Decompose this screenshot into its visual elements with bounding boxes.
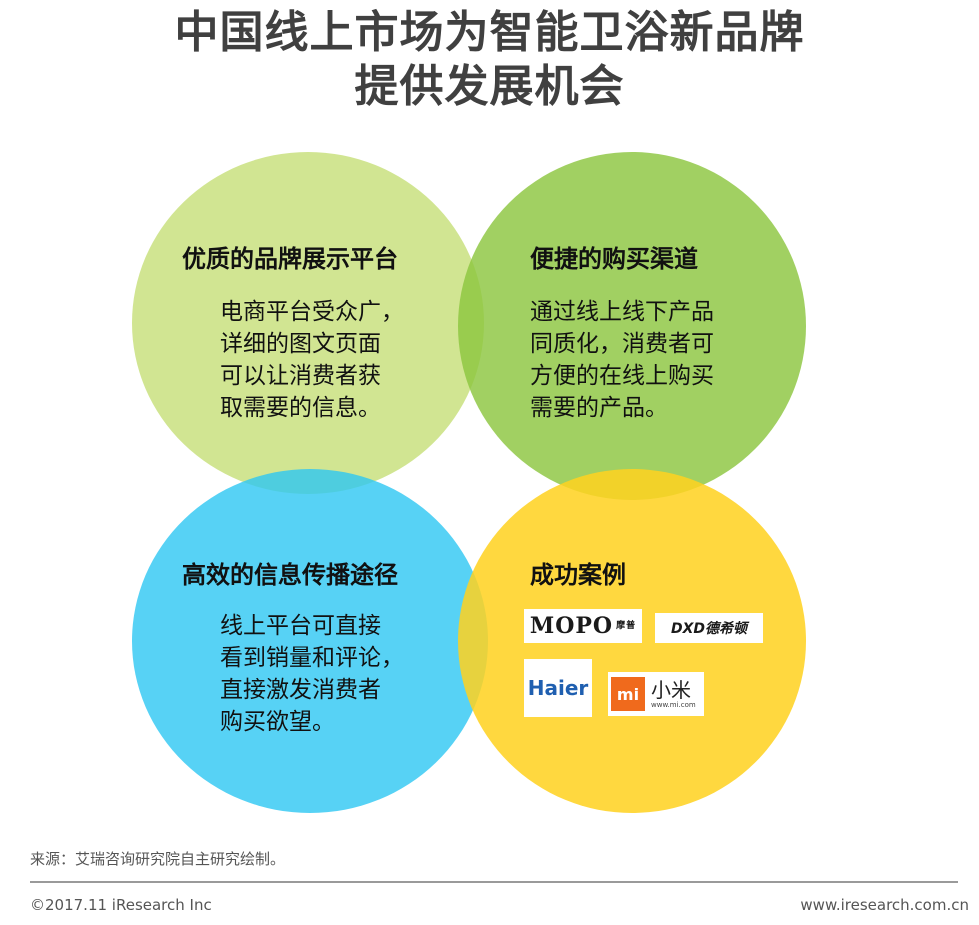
page-title: 中国线上市场为智能卫浴新品牌 提供发展机会 xyxy=(0,6,979,114)
copyright: ©2017.11 iResearch Inc xyxy=(30,896,212,914)
footer-divider xyxy=(30,881,958,883)
xiaomi-logo: mi 小米 www.mi.com xyxy=(608,672,704,716)
text-line: 可以让消费者获 xyxy=(220,363,381,389)
text-line: 购买欲望。 xyxy=(220,709,335,735)
text-purchase-channel: 通过线上线下产品 同质化，消费者可 方便的在线上购买 需要的产品。 xyxy=(530,296,714,424)
mopo-logo: MOPO 摩普 xyxy=(524,609,642,643)
text-info-spread: 线上平台可直接 看到销量和评论， 直接激发消费者 购买欲望。 xyxy=(220,610,404,738)
mi-mark-icon: mi xyxy=(611,677,645,711)
text-line: 直接激发消费者 xyxy=(220,677,381,703)
heading-success-cases: 成功案例 xyxy=(530,561,626,589)
text-line: 取需要的信息。 xyxy=(220,395,381,421)
text-line: 线上平台可直接 xyxy=(220,613,381,639)
text-line: 同质化，消费者可 xyxy=(530,331,714,357)
mi-text-block: 小米 www.mi.com xyxy=(651,679,696,710)
text-line: 看到销量和评论， xyxy=(220,645,404,671)
heading-brand-display: 优质的品牌展示平台 xyxy=(182,245,398,273)
mi-name: 小米 xyxy=(651,677,691,702)
website-url: www.iresearch.com.cn xyxy=(800,896,969,914)
source-note: 来源：艾瑞咨询研究院自主研究绘制。 xyxy=(30,850,286,868)
haier-logo-text: Haier xyxy=(527,676,589,700)
mopo-logo-sub: 摩普 xyxy=(616,621,637,631)
heading-purchase-channel: 便捷的购买渠道 xyxy=(530,245,698,273)
text-line: 需要的产品。 xyxy=(530,395,668,421)
dxd-logo-text: DXD德希顿 xyxy=(670,621,748,637)
text-brand-display: 电商平台受众广， 详细的图文页面 可以让消费者获 取需要的信息。 xyxy=(220,296,404,424)
text-line: 方便的在线上购买 xyxy=(530,363,714,389)
mi-mark-text: mi xyxy=(616,684,640,704)
circle-info-spread xyxy=(132,469,488,813)
mi-url: www.mi.com xyxy=(651,700,696,709)
dxd-logo: DXD德希顿 xyxy=(655,613,763,643)
haier-logo: Haier xyxy=(524,659,592,717)
text-line: 电商平台受众广， xyxy=(220,299,404,325)
circle-brand-display xyxy=(132,152,484,494)
title-line-2: 提供发展机会 xyxy=(354,61,625,112)
circle-purchase-channel xyxy=(458,152,806,500)
heading-info-spread: 高效的信息传播途径 xyxy=(182,561,398,589)
title-line-1: 中国线上市场为智能卫浴新品牌 xyxy=(174,7,805,58)
text-line: 通过线上线下产品 xyxy=(530,299,714,325)
mopo-logo-text: MOPO xyxy=(529,613,614,639)
text-line: 详细的图文页面 xyxy=(220,331,381,357)
